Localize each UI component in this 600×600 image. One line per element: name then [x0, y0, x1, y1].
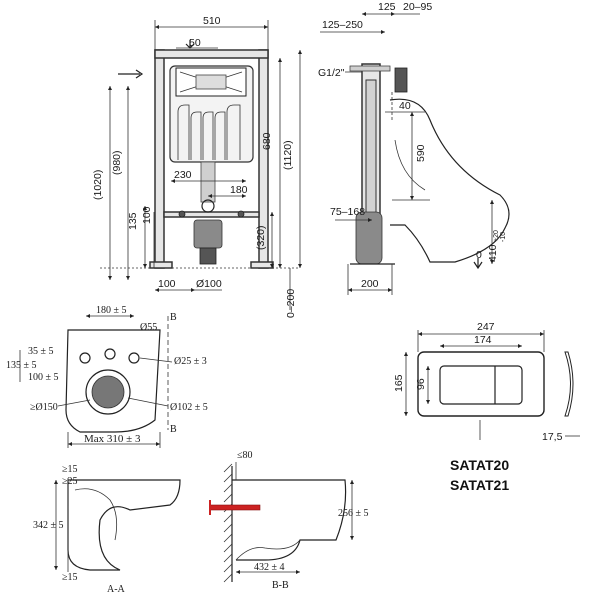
dim-d102: Ø102 ± 5	[170, 402, 208, 413]
section-label-aa: A-A	[107, 584, 126, 595]
dim-80: ≤80	[237, 450, 253, 461]
frame-right-foot	[250, 261, 274, 269]
dim-174: 174	[474, 334, 492, 346]
dim-25: ≥25	[62, 476, 78, 487]
dim-590: 590	[415, 144, 427, 162]
dim-frame-width: 510	[203, 15, 221, 27]
mounting-bar	[163, 211, 260, 218]
dim-247: 247	[477, 321, 495, 333]
dim-100-top: 100 ± 5	[28, 372, 59, 383]
dim-980: (980)	[111, 150, 123, 175]
outlet-circle	[85, 369, 131, 415]
dim-100-vert: 100	[141, 206, 153, 224]
dim-40: 40	[399, 100, 411, 112]
section-a-a: ≥15 ≥25 342 ± 5 ≥15 A-A	[33, 464, 181, 595]
dim-100-horiz: 100	[158, 278, 176, 290]
dim-15-top: ≥15	[62, 464, 78, 475]
drain-elbow	[193, 219, 223, 249]
dim-top-offset: 50	[189, 37, 201, 49]
dim-135: 135	[127, 212, 139, 230]
dim-125: 125	[378, 1, 396, 13]
zero-level: 0	[476, 249, 482, 261]
flush-buttons-frame	[439, 365, 523, 405]
bowl-section-bb	[232, 479, 347, 561]
dim-320: (320)	[255, 225, 267, 250]
dim-1020: (1020)	[92, 170, 104, 200]
dim-342: 342 ± 5	[33, 520, 64, 531]
bowl-profile	[389, 98, 510, 263]
dim-135-top: 135 ± 5	[6, 360, 37, 371]
dim-d25: Ø25 ± 3	[174, 356, 207, 367]
dim-200: 200	[361, 278, 379, 290]
flush-plate-drawing: 247 174 165 96 17,5 SATAT20 SATAT21	[393, 321, 580, 493]
dim-d150: ≥Ø150	[30, 402, 58, 413]
fixing-bolt	[209, 504, 261, 511]
dim-410: 410	[487, 244, 499, 262]
dim-d100: Ø100	[196, 278, 222, 290]
dim-d55: Ø55	[140, 322, 157, 333]
frame-side-view: 125 20–95 125–250 G1/2" 40 590 75–168 20…	[318, 1, 510, 295]
dim-15-bottom: ≥15	[62, 572, 78, 583]
dim-20-95: 20–95	[403, 1, 432, 13]
bowl-top-view: B B 180 ± 5 Ø55 Ø25 ± 3 35 ± 5 135 ± 5 1…	[6, 305, 208, 448]
dim-75-168: 75–168	[330, 206, 365, 218]
section-marker-b-bottom: B	[170, 424, 177, 435]
model-code-1: SATAT20	[450, 457, 509, 473]
dim-180: 180	[230, 184, 248, 196]
frame-left-upright	[154, 49, 165, 269]
dim-230: 230	[174, 169, 192, 181]
dim-256: 256 ± 5	[338, 508, 369, 519]
bowl-outline-top	[65, 329, 161, 433]
dim-1120: (1120)	[282, 140, 294, 170]
frame-left-foot	[149, 261, 173, 269]
frame-top-bar	[154, 49, 269, 59]
svg-text:-10: -10	[500, 232, 507, 242]
flush-plate-side	[564, 351, 574, 417]
dim-125-250: 125–250	[322, 19, 363, 31]
wall-bracket	[394, 67, 408, 93]
dim-165: 165	[393, 374, 405, 392]
section-marker-b-top: B	[170, 312, 177, 323]
model-code-2: SATAT21	[450, 477, 509, 493]
dim-adjust: 0–200	[285, 289, 297, 318]
pipe-size: G1/2"	[318, 67, 345, 79]
dim-432: 432 ± 4	[254, 562, 285, 573]
svg-text:+20: +20	[493, 230, 500, 242]
bowl-section-aa	[67, 479, 181, 571]
frame-front-view: 510 50 680 (1120) (1020) (980) 135 100 (…	[92, 15, 302, 318]
dim-17-5: 17,5	[542, 431, 563, 443]
dim-96: 96	[415, 378, 427, 390]
dim-max-310: Max 310 ± 3	[84, 433, 141, 445]
dim-680: 680	[261, 132, 273, 150]
dim-180-top: 180 ± 5	[96, 305, 127, 316]
section-label-bb: B-B	[272, 580, 289, 591]
section-b-b: ≤80 256 ± 5 432 ± 4 B-B	[209, 450, 369, 591]
dim-35: 35 ± 5	[28, 346, 54, 357]
